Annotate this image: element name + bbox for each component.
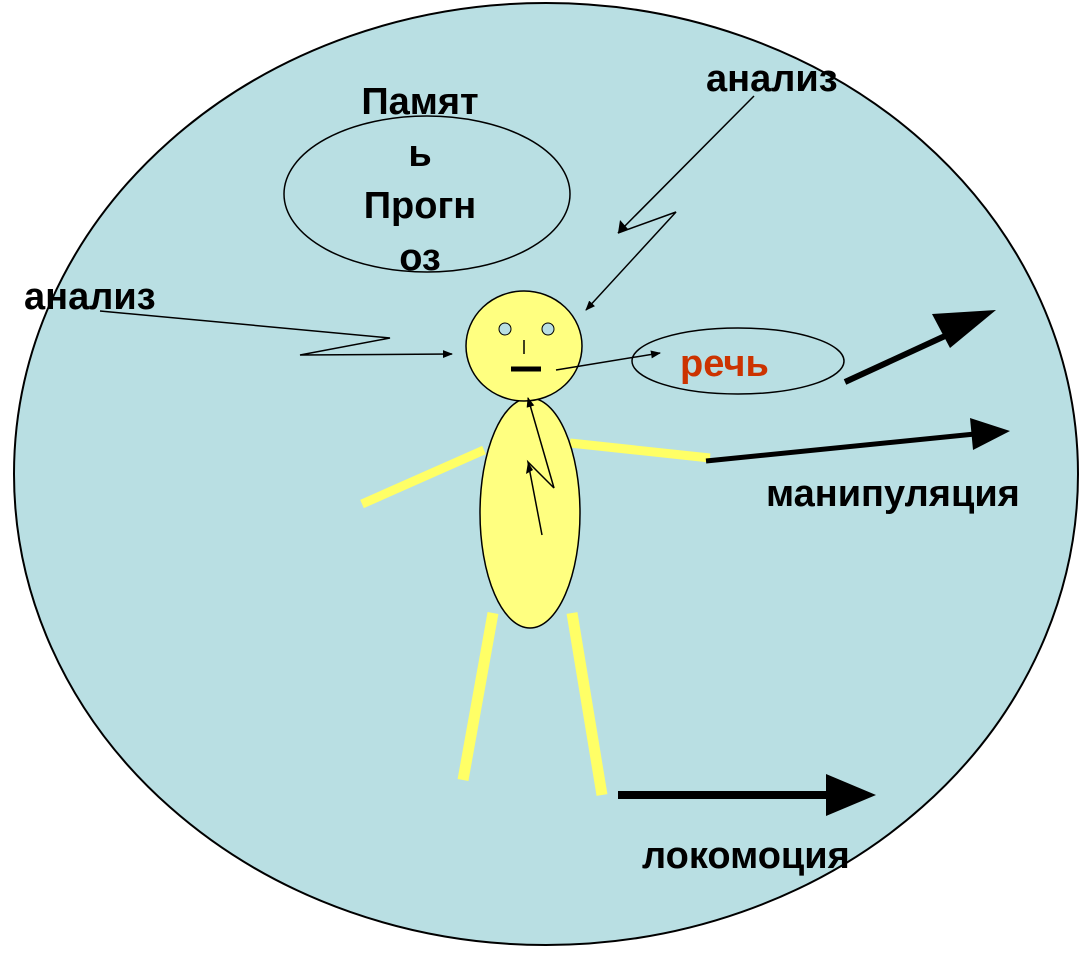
- analysis-left-label: анализ: [24, 276, 156, 318]
- speech-label: речь: [680, 343, 769, 385]
- manipulation-label: манипуляция: [766, 473, 1020, 515]
- right-eye: [542, 323, 554, 335]
- analysis-top-label: анализ: [706, 58, 838, 100]
- memory-line-1: Памят: [345, 76, 495, 128]
- memory-line-4: оз: [345, 232, 495, 284]
- memory-prognosis-label: Памят ь Прогн оз: [345, 76, 495, 284]
- locomotion-label: локомоция: [642, 835, 850, 877]
- memory-line-2: ь: [345, 128, 495, 180]
- memory-line-3: Прогн: [345, 180, 495, 232]
- figure-body: [480, 398, 580, 628]
- left-eye: [499, 323, 511, 335]
